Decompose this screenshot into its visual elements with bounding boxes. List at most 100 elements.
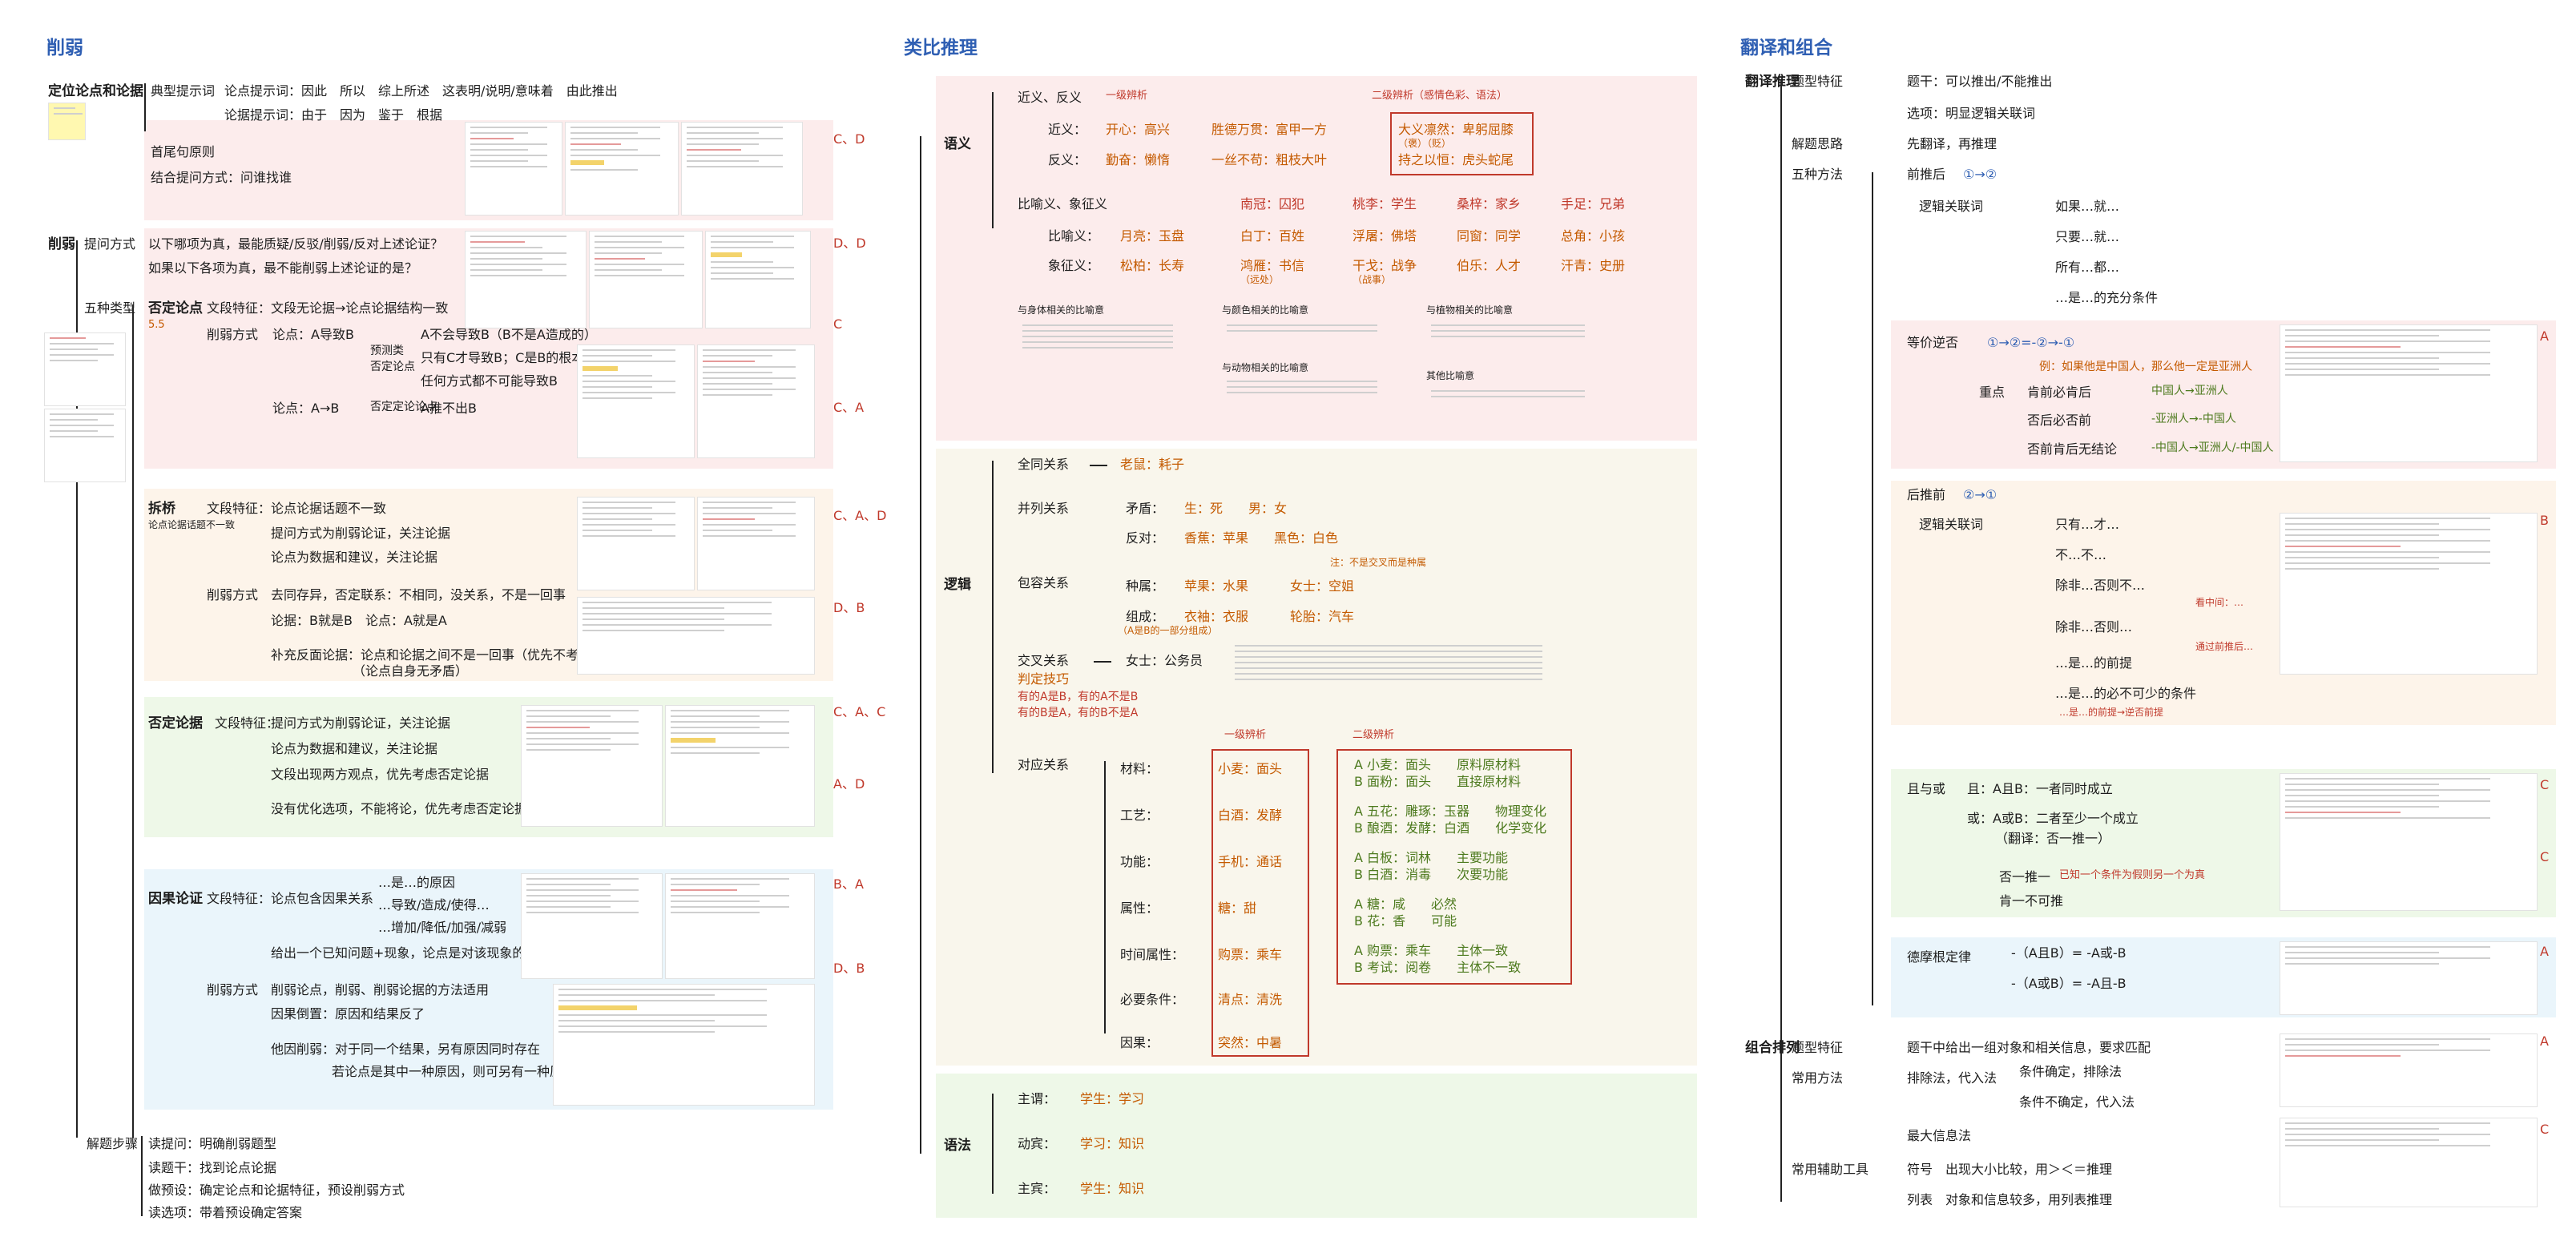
label-ant: 反义： — [1048, 152, 1087, 167]
tbl-head-3: 与植物相关的比喻意 — [1426, 304, 1514, 316]
corr-ex-4: 购票：乘车 — [1218, 947, 1283, 962]
xi-1: 松柏：长寿 — [1120, 258, 1185, 273]
pa-3: 任何方式都不可能导致B — [421, 373, 558, 389]
arg-a4: 没有优化选项，不能将论，优先考虑否定论据 — [271, 801, 528, 816]
pred-label: 预测类 — [370, 344, 404, 357]
xi-2-tag: （远处） — [1240, 274, 1280, 285]
arg-a2: 论点为数据和建议，关注论据 — [271, 741, 438, 756]
node-negate-point-sub: 5.5 — [148, 319, 165, 331]
ask-q1: 以下哪项为真，最能质疑/反驳/削弱/反对上述论证？ — [148, 236, 444, 252]
answer-letter-r: A — [2540, 328, 2549, 344]
step-1: 读提问：明确削弱题型 — [148, 1136, 277, 1151]
bridge-w4: 去同存异，否定联系：不相同，没关系，不是一回事 — [271, 587, 566, 602]
comp-ex: 衣袖：衣服 — [1184, 609, 1249, 624]
corr-right-2: A 五花：雕琢：玉器 物理变化 — [1354, 804, 1547, 819]
step-4: 读选项：带着预设确定答案 — [148, 1205, 303, 1220]
node-metaphor: 比喻义、象征义 — [1018, 196, 1108, 212]
bridge-w2: 提问方式为削弱论证，关注论据 — [271, 526, 451, 541]
cause-c1: 论点包含因果关系 — [271, 891, 374, 906]
corr-label-1: 工艺： — [1120, 808, 1159, 823]
xi-4: 伯乐：人才 — [1457, 258, 1522, 273]
node-corr: 对应关系 — [1018, 757, 1070, 772]
lk2-note-3: …是…的前提→逆否前提 — [2059, 707, 2164, 718]
node-steps: 解题步骤 — [87, 1136, 139, 1151]
table-body-5 — [1426, 386, 1619, 426]
example-thumb-15 — [665, 873, 815, 979]
corr-ex-6: 突然：中暑 — [1218, 1035, 1283, 1050]
answer-letter: C、D — [833, 131, 865, 147]
corr-label-6: 因果： — [1120, 1035, 1159, 1050]
node-ask-way: 提问方式 — [84, 236, 136, 252]
node-after: 后推前 — [1907, 487, 1946, 502]
example-thumb-4 — [465, 231, 587, 328]
xi-3: 干戈：战争 — [1353, 258, 1417, 273]
arg-a1: 提问方式为削弱论证，关注论据 — [271, 715, 451, 731]
example-thumb-5 — [589, 231, 703, 328]
corr-label-5: 必要条件： — [1120, 992, 1185, 1007]
node-cross: 交叉关系 — [1018, 653, 1070, 668]
near-ex-3: 大义凛然：卑躬屈膝 — [1398, 122, 1514, 137]
contra-ex: 生：死 男：女 — [1184, 501, 1288, 516]
label-bi: 比喻义： — [1048, 228, 1100, 244]
example-thumb-10 — [697, 497, 815, 590]
node-combine: 结合提问方式：问谁找谁 — [151, 170, 292, 185]
lk2-4: 除非…否则… — [2055, 619, 2133, 635]
dm-1: -（A且B）= -A或-B — [2011, 945, 2127, 961]
tbl-head-5: 其他比喻意 — [1426, 370, 1475, 381]
node-before: 前推后 — [1907, 167, 1946, 182]
node-bridge-sub: 论点论据话题不一致 — [148, 519, 236, 530]
cause-c4: 因果倒置：原因和结果反了 — [271, 1006, 425, 1021]
kind-ex-2: 女士：空姐 — [1290, 578, 1355, 594]
mp-3: 桑梓：家乡 — [1457, 196, 1522, 212]
cause-c5: 他因削弱：对于同一个结果，另有原因同时存在 — [271, 1042, 541, 1057]
lvl2-box — [1390, 112, 1534, 175]
node-weaken: 削弱 — [48, 236, 75, 252]
or-3: 肯一不可推 — [1999, 893, 2064, 909]
node-whole: 全同关系 — [1018, 457, 1070, 472]
tag-level2: 二级辨析（感情色彩、语法） — [1372, 90, 1508, 102]
node-feature: 题型特征 — [1792, 74, 1844, 89]
node-logic: 逻辑 — [944, 577, 971, 593]
or-2: 否一推一 — [1999, 869, 2051, 884]
corr-right-7: B 花：香 可能 — [1354, 913, 1457, 929]
bi-1: 月亮：玉盘 — [1120, 228, 1185, 244]
g1-label: 主谓： — [1018, 1091, 1057, 1106]
corr-ex-5: 清点：清洗 — [1218, 992, 1283, 1007]
node-demorgan: 德摩根定律 — [1907, 949, 1972, 965]
corr-level2: 二级辨析 — [1353, 729, 1395, 741]
key-1-note: 中国人→亚洲人 — [2151, 385, 2228, 397]
whole-ex: 老鼠：耗子 — [1120, 457, 1185, 472]
answer-letter-r: C — [2540, 849, 2550, 864]
cross-ex: 女士：公务员 — [1126, 653, 1203, 668]
answer-letter: B、A — [833, 876, 864, 892]
or-1b: （翻译：否一推一） — [1995, 831, 2111, 846]
xi-3-tag: （战事） — [1353, 274, 1392, 285]
g3-ex: 学生：知识 — [1080, 1181, 1145, 1196]
cross-note: 判定技巧 — [1018, 671, 1070, 687]
lk2-3: 除非…否则不… — [2055, 578, 2146, 593]
corr-box-1 — [1211, 749, 1309, 1057]
corr-ex-2: 手机：通话 — [1218, 854, 1283, 869]
before-arrow: ①→② — [1963, 167, 1998, 182]
corr-label-2: 功能： — [1120, 854, 1159, 869]
answer-letter-r: A — [2540, 944, 2549, 959]
corr-ex-3: 糖：甜 — [1218, 900, 1257, 916]
section-title-weaken: 削弱 — [46, 38, 83, 58]
answer-letter: A、D — [833, 776, 865, 792]
corr-ex-1: 白酒：发酵 — [1218, 808, 1283, 823]
corr-ex-0: 小麦：面头 — [1218, 761, 1283, 776]
bridge-w5: 论据：B就是B 论点：A就是A — [271, 613, 447, 628]
corr-right-0: A 小麦：面头 原料原材料 — [1354, 757, 1522, 772]
example-thumb-r2 — [2280, 513, 2538, 675]
section-title-analogy: 类比推理 — [904, 38, 978, 58]
feature-1: 题干：可以推出/不能推出 — [1907, 74, 2053, 89]
label-near: 近义： — [1048, 122, 1087, 137]
corr-right-3: B 酿酒：发酵：白酒 化学变化 — [1354, 820, 1547, 836]
node-bridge: 拆桥 — [148, 501, 175, 517]
example-thumb-2 — [565, 122, 679, 216]
node-translate: 翻译推理 — [1745, 74, 1800, 90]
lk2-5: …是…的前提 — [2055, 655, 2133, 671]
bi-4: 同窗：同学 — [1457, 228, 1522, 244]
answer-letter: C — [833, 316, 843, 332]
bi-2: 白丁：百姓 — [1240, 228, 1305, 244]
